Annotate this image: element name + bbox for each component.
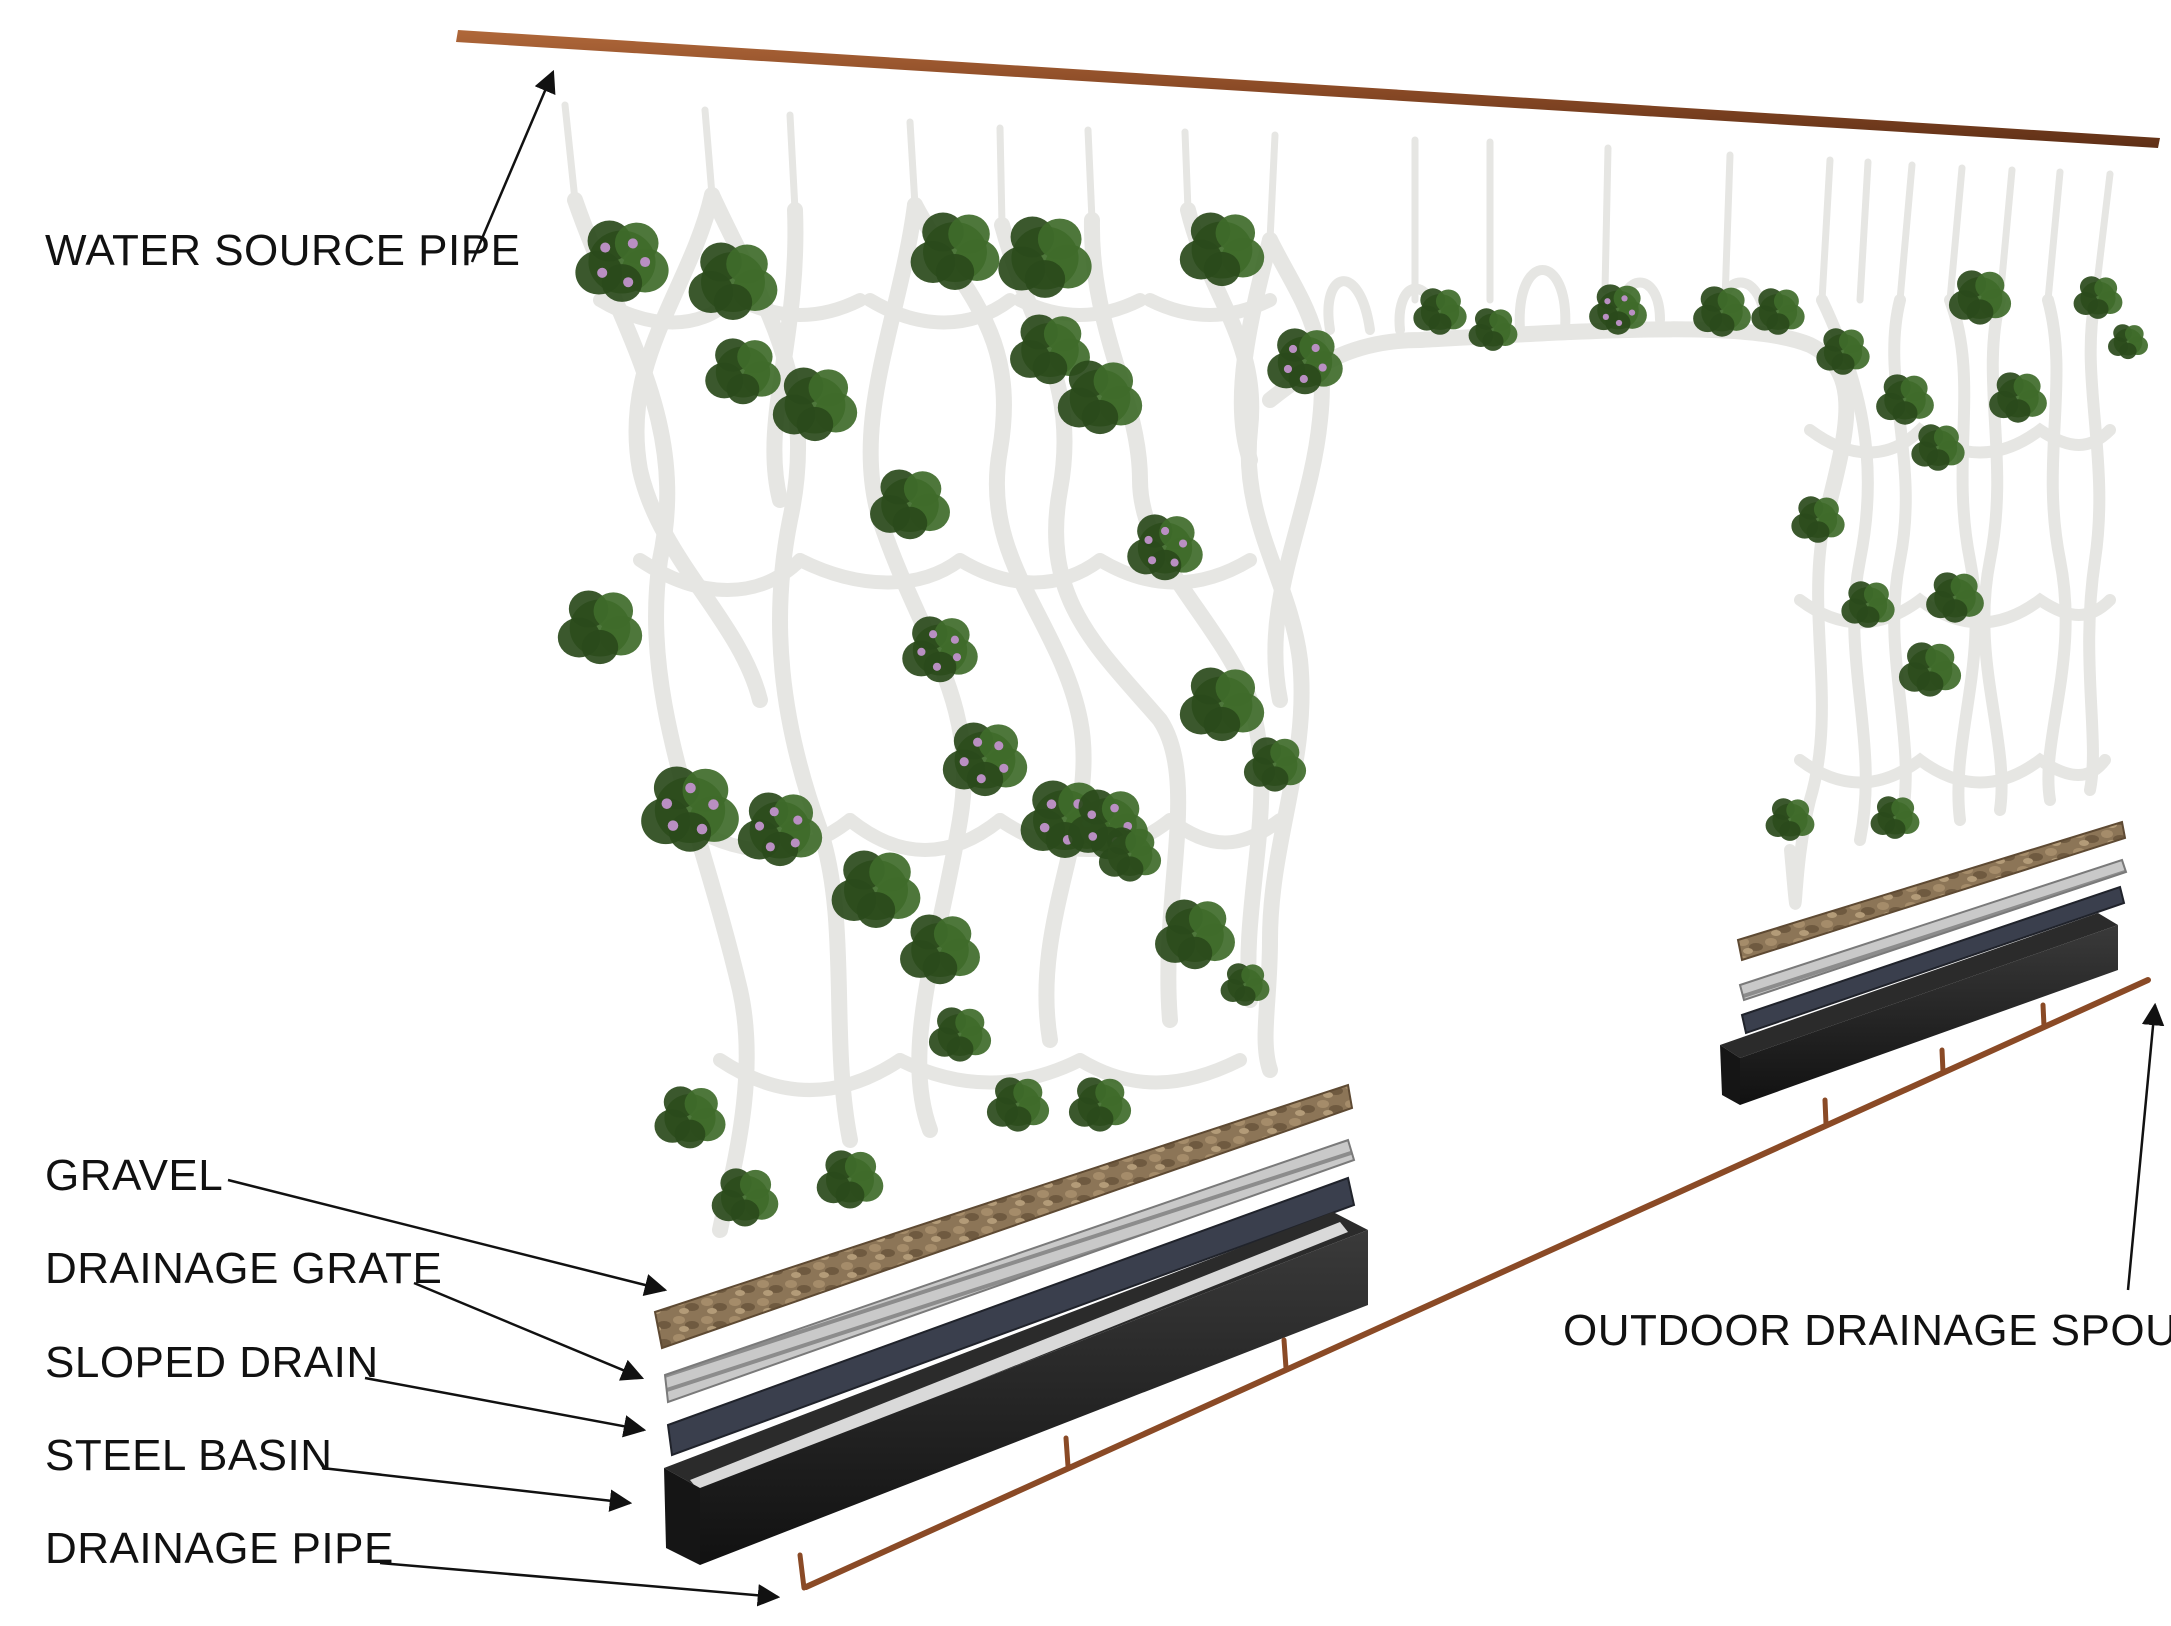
gravel-layer-right — [1736, 820, 2127, 962]
plant-cluster — [688, 242, 778, 320]
labels: WATER SOURCE PIPE GRAVEL DRAINAGE GRATE … — [45, 226, 2171, 1573]
plant-cluster — [1870, 796, 1920, 839]
plant-cluster — [1057, 360, 1143, 435]
plant-cluster — [1243, 737, 1307, 792]
left-drainage-stack — [653, 1083, 1368, 1565]
plant-cluster — [831, 850, 921, 928]
plant-cluster — [1911, 424, 1965, 471]
arrow-steel-basin — [321, 1466, 633, 1512]
plant-cluster — [2073, 276, 2123, 319]
gravel-layer — [653, 1083, 1354, 1350]
drainage-grate — [663, 1138, 1356, 1404]
label-sloped-drain: SLOPED DRAIN — [45, 1338, 379, 1387]
plant-cluster — [1179, 667, 1265, 742]
arrow-drainage-pipe — [379, 1561, 781, 1607]
plant-cluster — [1876, 374, 1934, 425]
plant-cluster — [1068, 1077, 1132, 1132]
label-water-source-pipe: WATER SOURCE PIPE — [45, 226, 520, 275]
sloped-drain — [666, 1176, 1356, 1457]
label-drainage-pipe: DRAINAGE PIPE — [45, 1524, 394, 1573]
label-arrows — [227, 69, 2165, 1607]
plant-cluster — [902, 616, 978, 683]
plant-cluster — [737, 792, 823, 867]
plant-cluster — [1926, 572, 1984, 623]
plant-cluster — [942, 722, 1028, 797]
plant-cluster — [772, 367, 858, 442]
plant-cluster — [575, 220, 669, 302]
plant-cluster — [1751, 288, 1805, 335]
plant-cluster — [928, 1007, 992, 1062]
plant-cluster — [1098, 827, 1162, 882]
drainage-pipe — [797, 977, 2151, 1591]
drainage-grate-right — [1738, 858, 2128, 1002]
plant-cluster — [705, 338, 781, 405]
plant-cluster — [1127, 514, 1203, 581]
plant-cluster — [654, 1086, 726, 1149]
sloped-drain-right — [1740, 885, 2126, 1035]
plant-cluster — [1989, 372, 2047, 423]
arrow-sloped-drain — [364, 1376, 647, 1438]
right-drainage-stack — [1720, 820, 2128, 1105]
label-drainage-grate: DRAINAGE GRATE — [45, 1244, 442, 1293]
plant-cluster — [1179, 212, 1265, 287]
arrow-drainage-grate — [413, 1281, 645, 1381]
plant-cluster — [1948, 270, 2012, 325]
steel-basin — [664, 1212, 1368, 1565]
plant-cluster — [1898, 642, 1962, 697]
plant-cluster — [910, 212, 1000, 290]
plant-cluster — [1791, 496, 1845, 543]
plant-cluster — [816, 1150, 884, 1209]
plant-cluster — [1589, 284, 1647, 335]
lattice-wall-arch — [1262, 136, 2116, 910]
plant-cluster — [1267, 328, 1343, 395]
plant-cluster — [1841, 581, 1895, 628]
arrow-outdoor-drainage-spout — [2126, 1002, 2165, 1291]
steel-basin-right — [1720, 913, 2118, 1105]
plant-cluster — [711, 1168, 779, 1227]
plants — [557, 212, 2148, 1227]
plant-cluster — [1693, 286, 1751, 337]
plant-cluster — [1468, 308, 1518, 351]
label-gravel: GRAVEL — [45, 1151, 223, 1200]
arrow-gravel — [227, 1178, 668, 1296]
plant-cluster — [986, 1077, 1050, 1132]
plant-cluster — [557, 590, 643, 665]
plant-cluster — [641, 766, 739, 852]
arrow-water-source-pipe — [470, 69, 556, 263]
plant-cluster — [998, 216, 1092, 298]
plant-cluster — [1220, 963, 1270, 1006]
label-steel-basin: STEEL BASIN — [45, 1431, 333, 1480]
plant-cluster — [870, 469, 950, 540]
label-outdoor-drainage-spout: OUTDOOR DRAINAGE SPOUT — [1563, 1306, 2171, 1355]
plant-cluster — [900, 914, 980, 985]
plant-cluster — [1816, 328, 1870, 375]
plant-cluster — [1413, 288, 1467, 335]
plant-cluster — [1155, 899, 1235, 970]
water-source-pipe — [456, 30, 2160, 148]
plant-cluster — [1765, 798, 1815, 841]
plant-cluster — [2108, 324, 2148, 360]
